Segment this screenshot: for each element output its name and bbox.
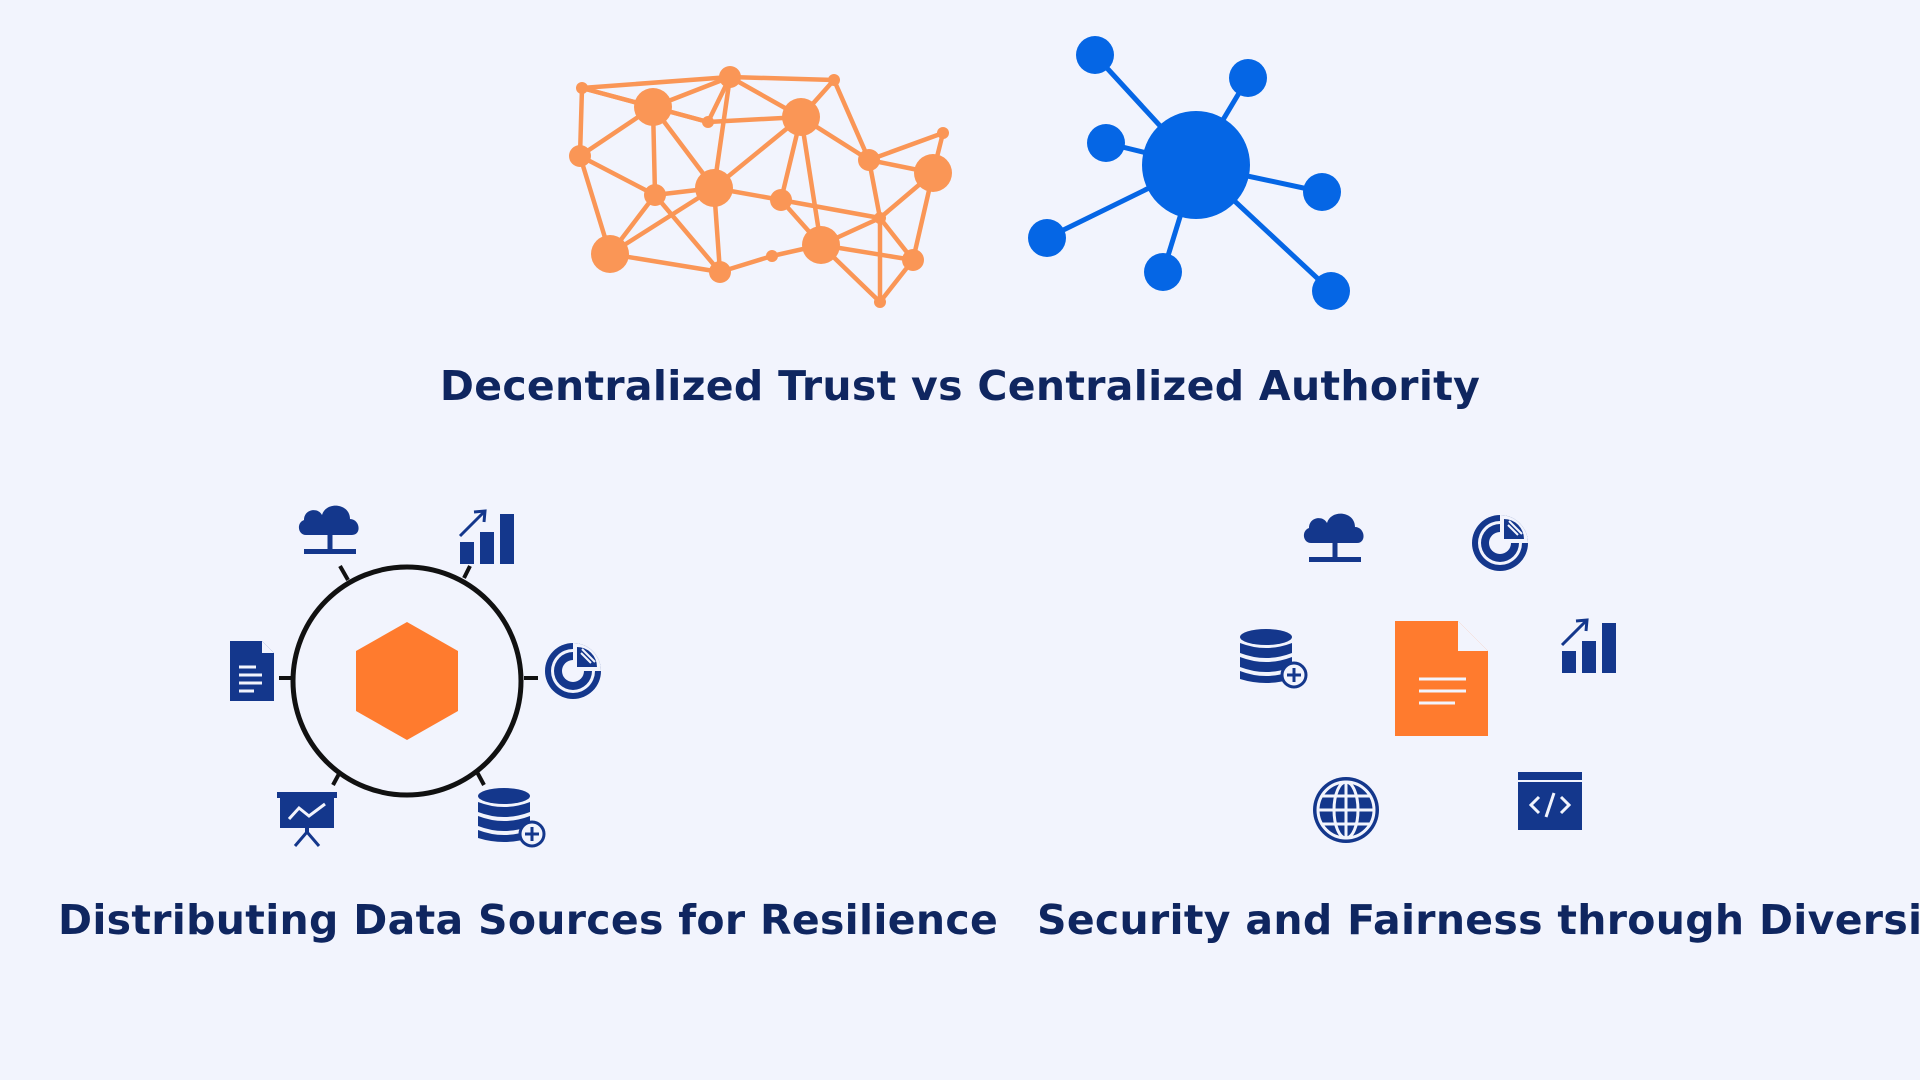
hexagon-icon	[356, 622, 458, 740]
document-icon	[228, 639, 276, 703]
decentralized-network-icon	[569, 66, 952, 308]
presentation-chart-icon	[275, 790, 339, 848]
cloud-server-icon	[298, 505, 359, 554]
bar-chart-up-icon	[1560, 618, 1618, 675]
caption-decentralized-vs-centralized: Decentralized Trust vs Centralized Autho…	[439, 362, 1481, 410]
database-add-icon	[476, 786, 546, 848]
pie-chart-icon	[1471, 514, 1529, 572]
data-sources-ring	[279, 564, 538, 798]
database-add-icon	[1238, 627, 1308, 689]
document-icon	[1395, 621, 1488, 736]
pie-chart-icon	[544, 642, 602, 700]
centralized-network-icon	[1028, 36, 1350, 310]
caption-security-fairness: Security and Fairness through Diversity	[1037, 896, 1920, 944]
bar-chart-up-icon	[458, 509, 516, 566]
caption-distributing-data-sources: Distributing Data Sources for Resilience	[58, 896, 999, 944]
code-window-icon	[1516, 770, 1584, 832]
cloud-server-icon	[1303, 513, 1364, 562]
globe-icon	[1311, 775, 1381, 845]
